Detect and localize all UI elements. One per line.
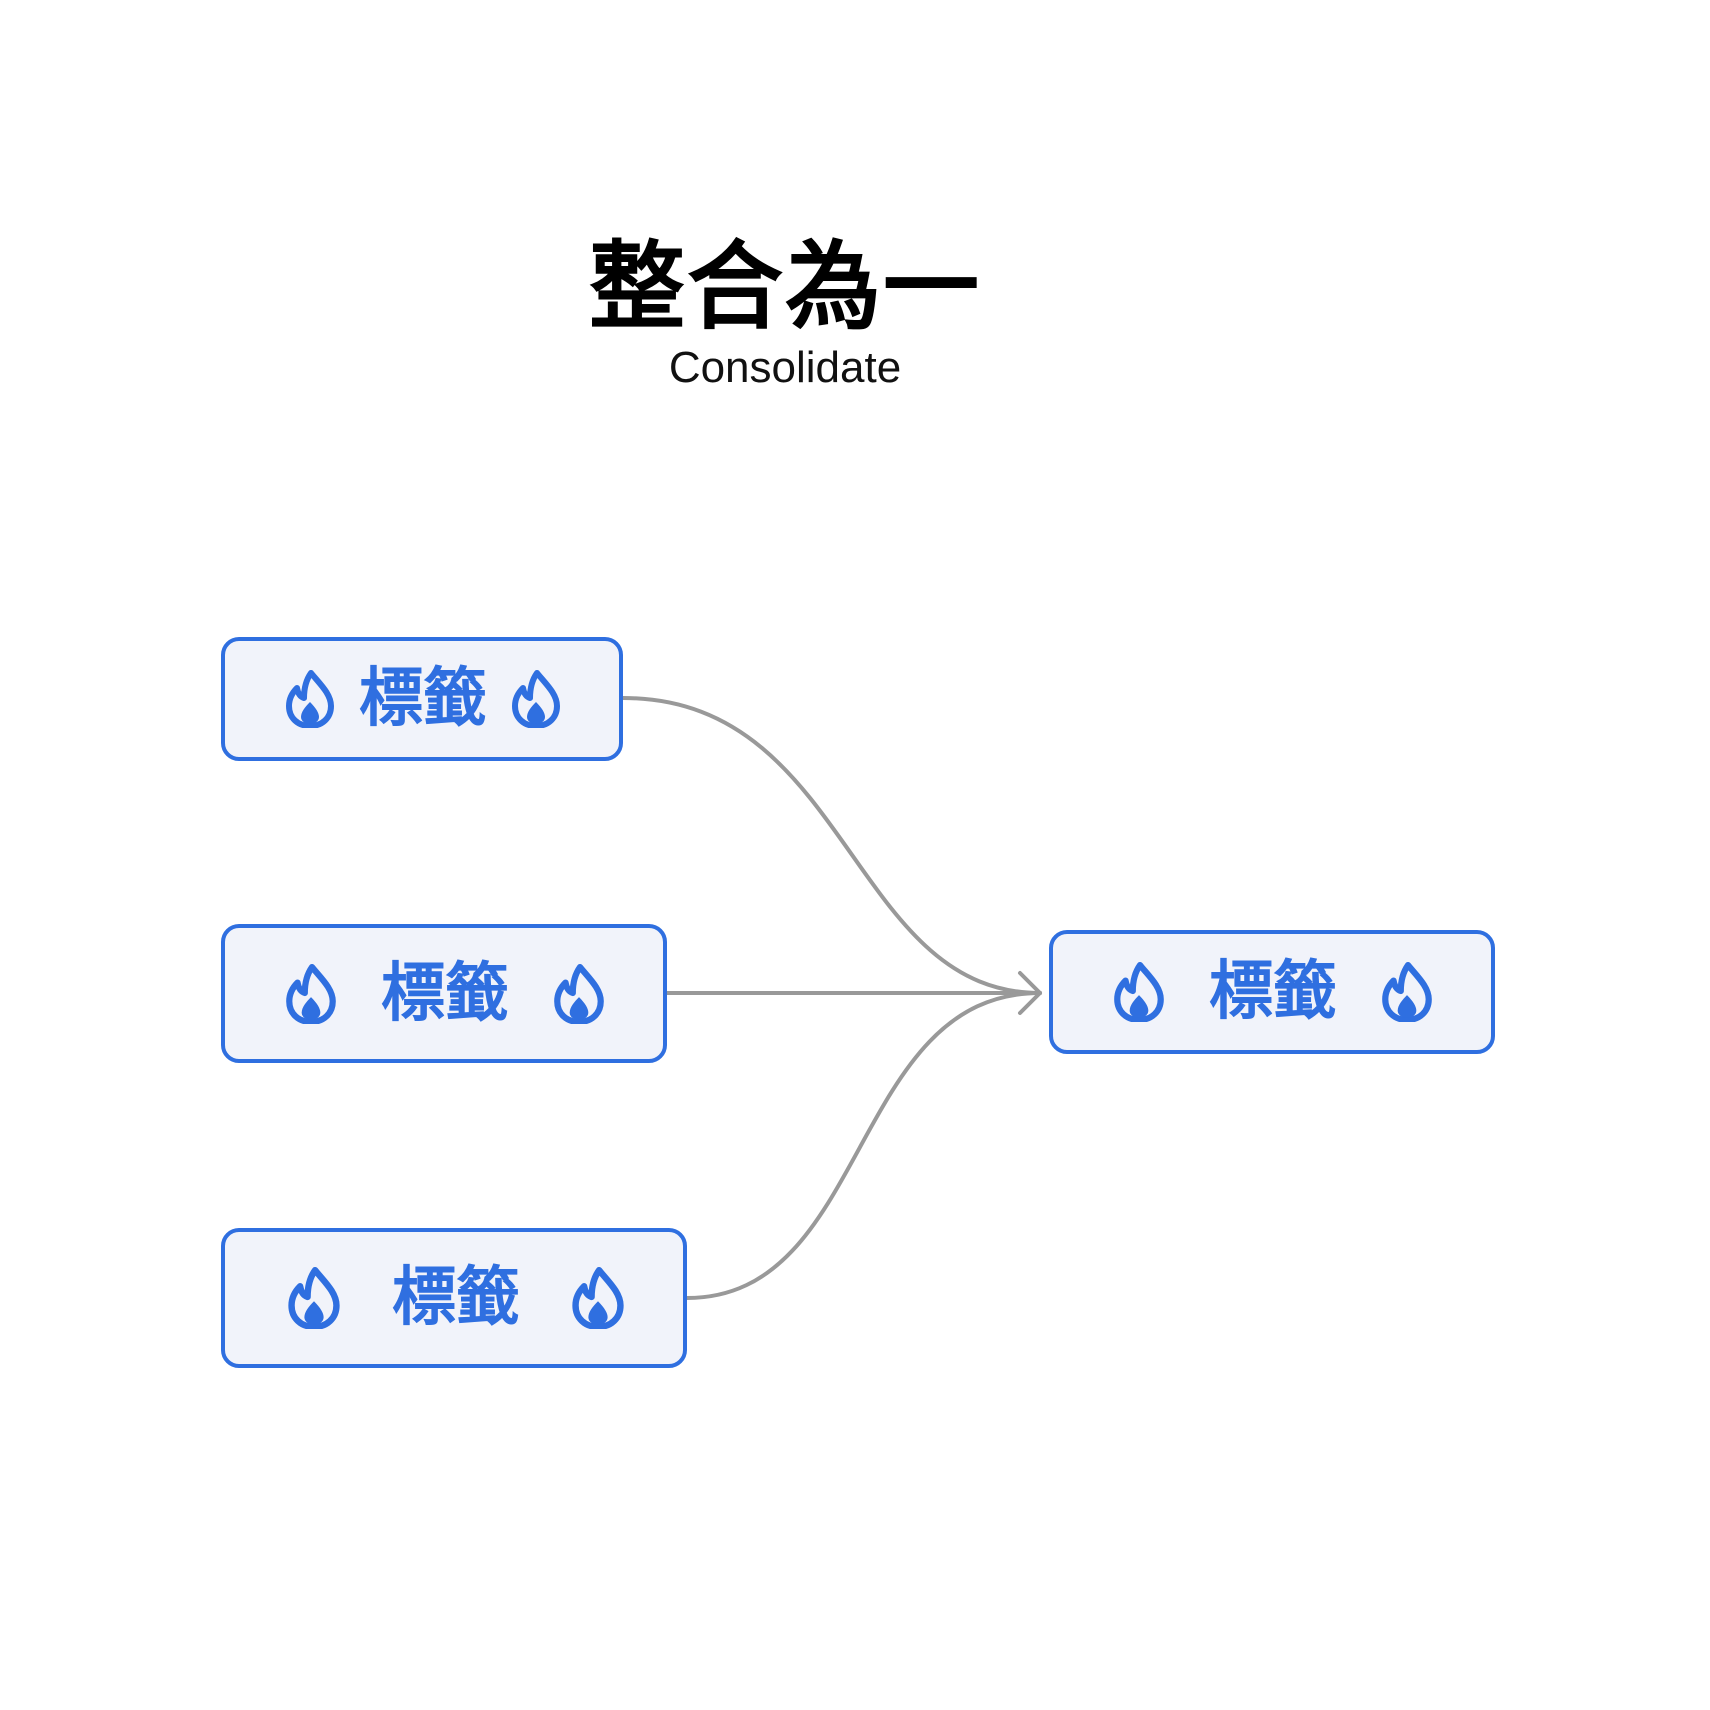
flame-icon (1114, 962, 1164, 1022)
flame-icon (286, 963, 336, 1024)
tag-label: 標籤 (392, 1261, 520, 1335)
tag-label: 標籤 (1209, 955, 1337, 1029)
page-subtitle: Consolidate (668, 343, 902, 392)
arrowhead (1018, 971, 1042, 1015)
source-tag[interactable]: 標籤 (221, 1228, 687, 1368)
tag-label: 標籤 (381, 956, 509, 1031)
flame-icon (554, 963, 604, 1024)
tag-label: 標籤 (359, 662, 487, 736)
flame-icon (1382, 962, 1432, 1022)
source-tag[interactable]: 標籤 (221, 637, 623, 761)
connector-bottom (685, 991, 1042, 1300)
flame-icon (572, 1267, 624, 1329)
source-tag[interactable]: 標籤 (221, 924, 667, 1063)
flame-icon (286, 670, 334, 728)
flame-icon (288, 1267, 340, 1329)
flame-icon (512, 670, 560, 728)
connector-top (621, 696, 1042, 995)
page-title: 整合為一 (589, 231, 981, 343)
target-tag[interactable]: 標籤 (1049, 930, 1495, 1054)
